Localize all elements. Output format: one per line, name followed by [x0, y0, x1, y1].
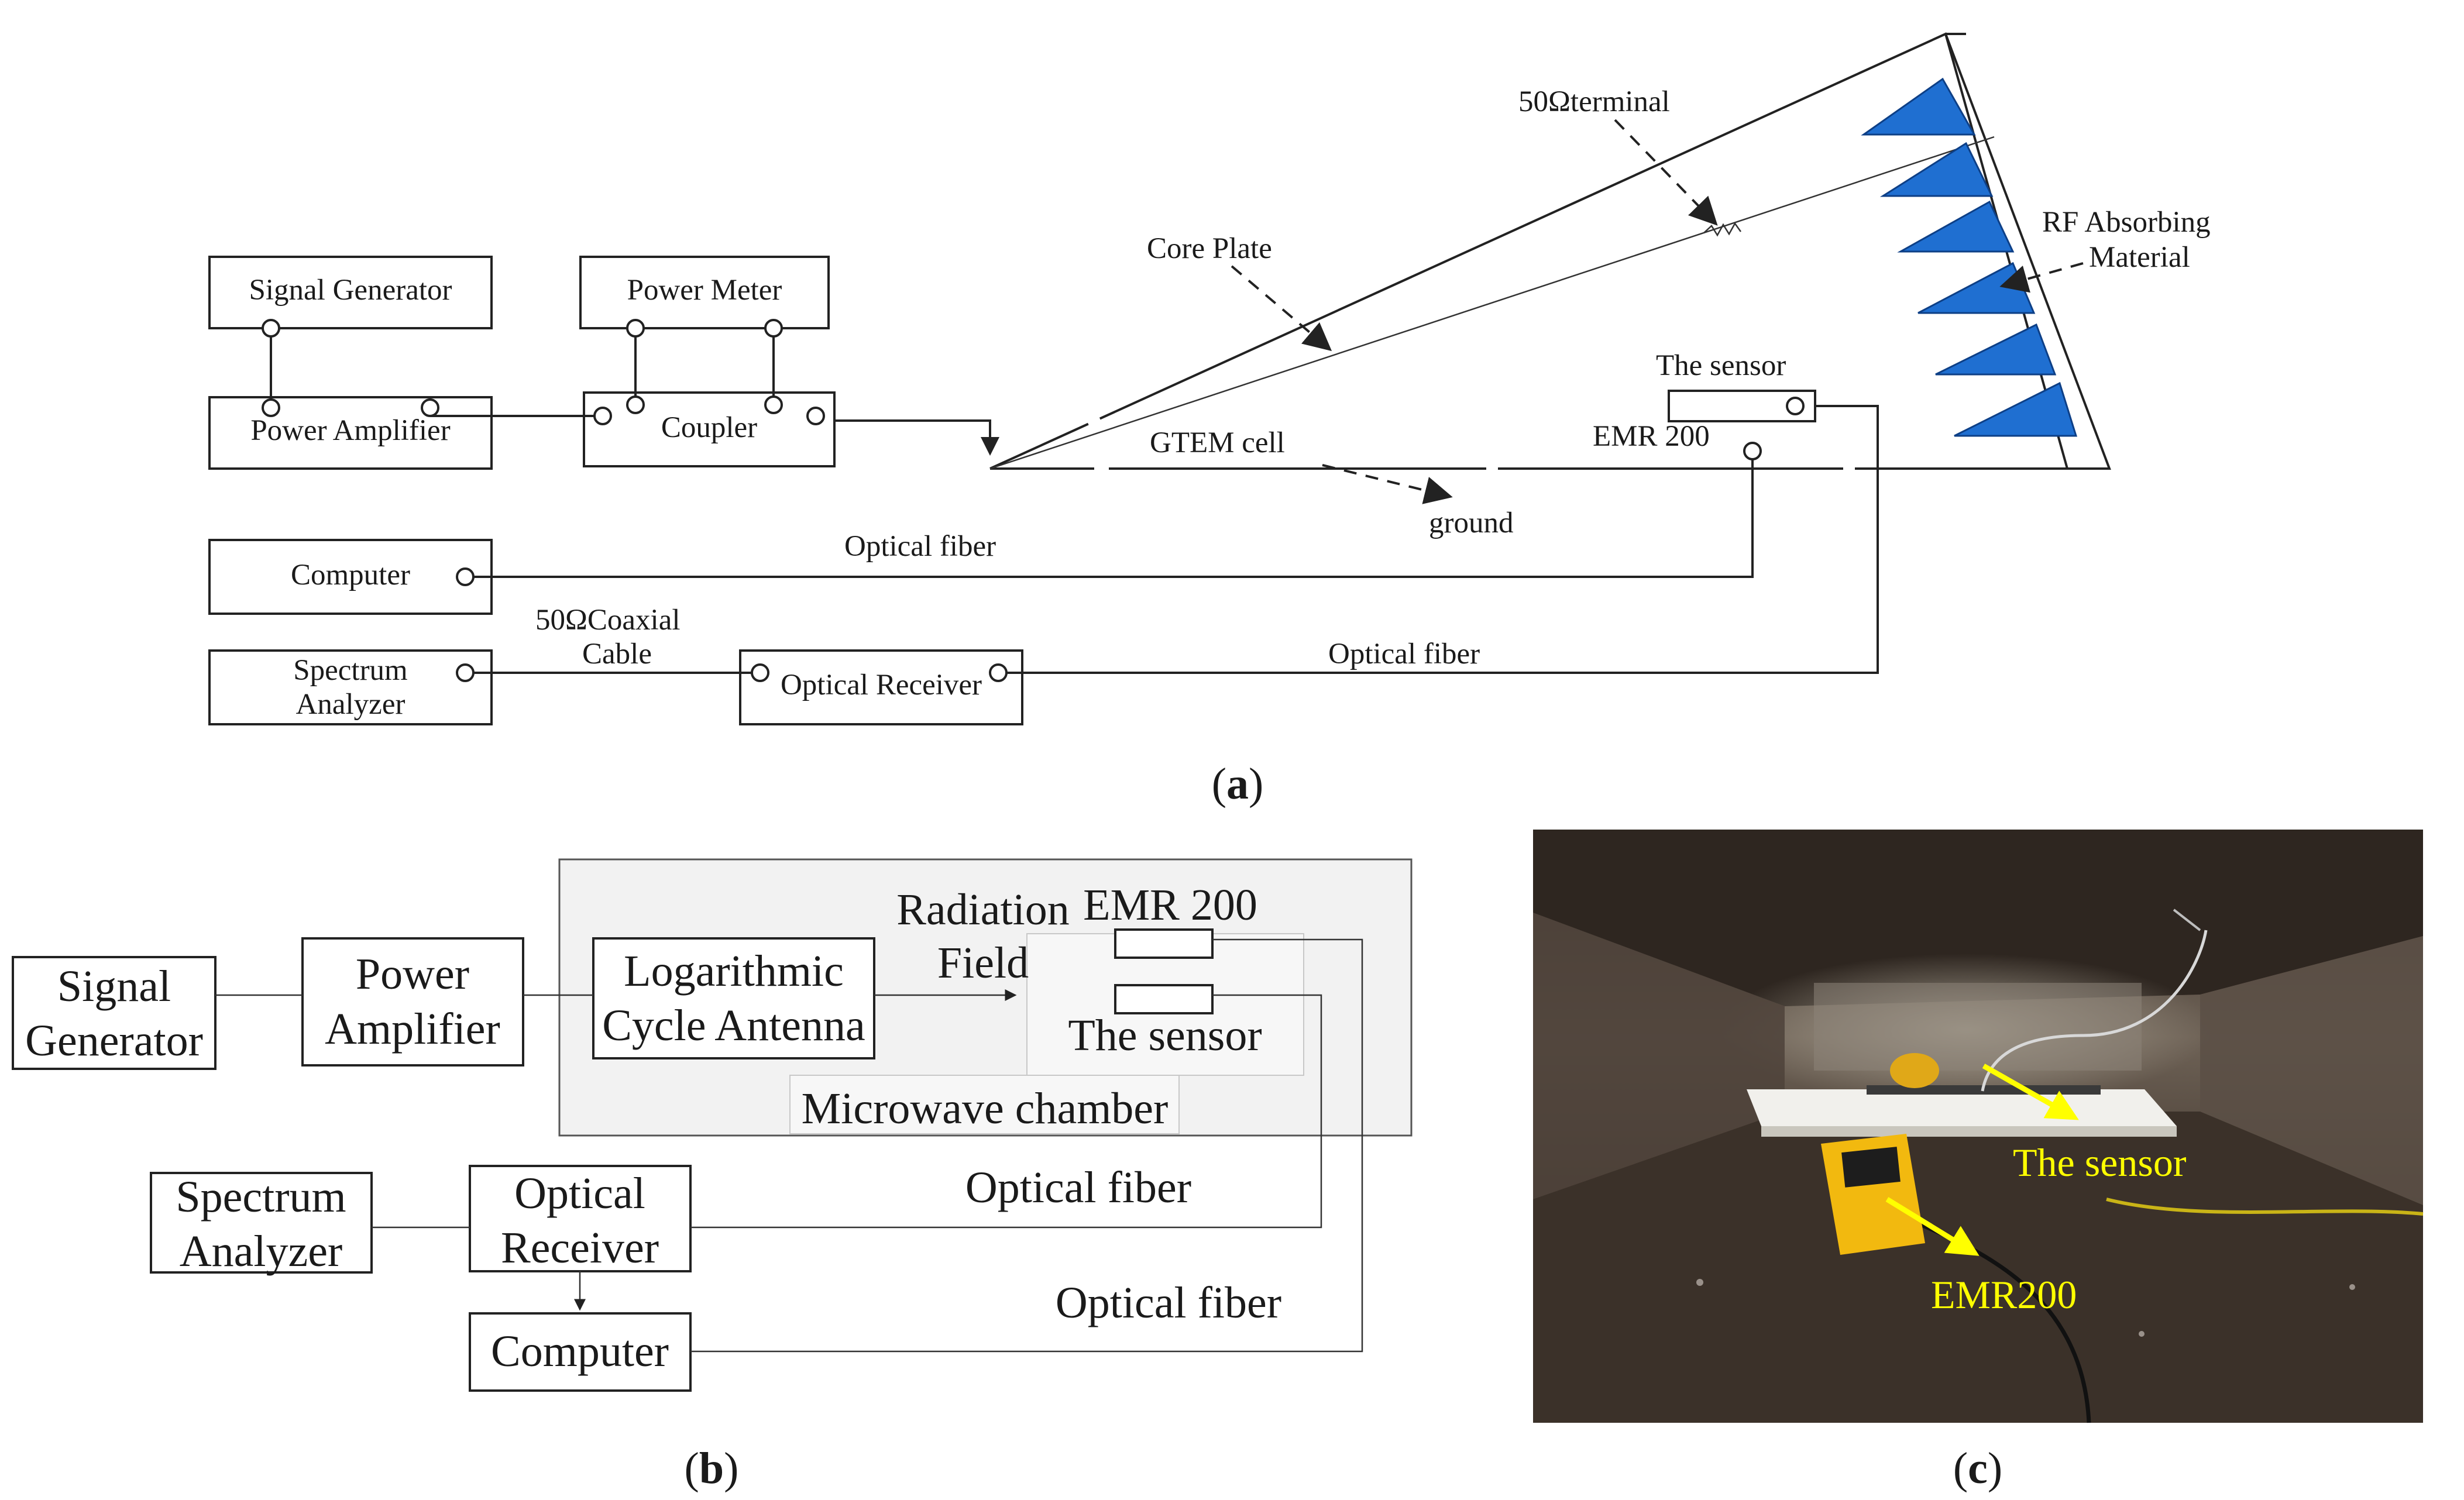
node-coupler-4 — [806, 407, 825, 425]
rf-absorbing-label-1: RF Absorbing — [2042, 206, 2211, 239]
sensor-label-c: The sensor — [2013, 1140, 2187, 1185]
optical-receiver-label: Optical Receiver — [781, 669, 982, 701]
optical-fiber-bottom-label: Optical fiber — [1328, 638, 1480, 670]
node-amp-out — [421, 398, 439, 417]
node-receiver-in — [751, 663, 769, 682]
emr200-label-c: EMR200 — [1931, 1272, 2077, 1317]
optical-receiver-label-b1: Optical — [514, 1169, 645, 1218]
log-antenna-label-1: Logarithmic — [624, 947, 844, 996]
panel-b: Signal Generator Power Amplifier Logarit… — [12, 858, 1413, 1493]
wire-receiver-sensor — [998, 405, 1879, 674]
sensor-box-b — [1114, 984, 1214, 1014]
computer-box — [208, 539, 493, 615]
emr200-pointer-arrow — [1885, 1197, 1980, 1256]
node-coupler-3 — [764, 395, 783, 414]
radiation-label-2: Field — [937, 938, 1029, 988]
computer-label: Computer — [291, 559, 410, 591]
signal-generator-box-b — [12, 956, 216, 1070]
signal-generator-label: Signal Generator — [249, 274, 452, 307]
spectrum-analyzer-label-1: Spectrum — [293, 654, 407, 687]
panel-c: The sensor EMR200 (c) — [1533, 830, 2424, 1493]
spectrum-analyzer-label-b2: Analyzer — [180, 1227, 343, 1276]
spectrum-analyzer-label-b1: Spectrum — [176, 1172, 346, 1222]
computer-label-b: Computer — [491, 1327, 669, 1376]
power-meter-box — [579, 256, 830, 329]
sensor-label-a: The sensor — [1656, 349, 1786, 382]
node-meter-2 — [764, 319, 783, 338]
power-amplifier-label-b1: Power — [356, 949, 469, 999]
spectrum-analyzer-box — [208, 649, 493, 725]
signal-generator-label-b1: Signal — [57, 962, 171, 1011]
rf-absorbing-label-2: Material — [2089, 241, 2190, 274]
optical-receiver-label-b2: Receiver — [501, 1223, 659, 1272]
log-antenna-label-2: Cycle Antenna — [602, 1001, 865, 1050]
power-amplifier-label-b2: Amplifier — [325, 1004, 500, 1054]
node-emr — [1743, 442, 1762, 460]
wire-computer-emr — [465, 451, 1754, 578]
node-spectrum — [456, 663, 475, 682]
power-amplifier-label: Power Amplifier — [250, 414, 450, 447]
rf-absorbers — [1861, 77, 2078, 437]
wire-coupler-gtem — [834, 419, 999, 456]
node-sensor — [1786, 397, 1805, 415]
coax-label-1: 50ΩCoaxial — [535, 604, 681, 637]
chamber-label-box — [789, 1075, 1180, 1134]
node-meter-1 — [626, 319, 645, 338]
core-plate-line — [989, 136, 1995, 470]
node-coupler-2 — [626, 395, 645, 414]
microwave-chamber-label: Microwave chamber — [802, 1084, 1169, 1133]
optical-fiber-label-b1: Optical fiber — [965, 1163, 1191, 1212]
optical-fiber-top-label: Optical fiber — [844, 530, 996, 563]
radiation-label-1: Radiation — [896, 885, 1070, 934]
ground-label: ground — [1429, 507, 1513, 539]
node-coupler-1 — [593, 407, 612, 425]
terminal-resistor — [1703, 222, 1742, 237]
coax-label-2: Cable — [582, 638, 652, 670]
power-amplifier-box-b — [301, 937, 524, 1066]
emr200-label-b: EMR 200 — [1083, 880, 1257, 930]
caption-a: (a) — [1212, 759, 1264, 809]
optical-fiber-label-b2: Optical fiber — [1056, 1278, 1281, 1327]
panel-a: Signal Generator Power Meter Power Ampli… — [208, 32, 2211, 809]
signal-generator-label-b2: Generator — [25, 1016, 203, 1065]
rf-absorbing-arrow — [1999, 262, 2084, 293]
spectrum-analyzer-label-2: Analyzer — [296, 688, 405, 721]
emr200-label-a: EMR 200 — [1593, 420, 1710, 453]
core-plate-label: Core Plate — [1147, 232, 1272, 265]
gtem-cell-label: GTEM cell — [1150, 426, 1285, 459]
terminal-arrow — [1614, 119, 1718, 226]
node-receiver-out — [989, 663, 1008, 682]
sensor-pointer-arrow — [1982, 1064, 2079, 1120]
computer-box-b — [469, 1312, 692, 1392]
chamber-photo — [1533, 830, 2424, 1423]
optical-receiver-box — [739, 649, 1023, 725]
node-computer — [456, 567, 475, 586]
signal-generator-box — [208, 256, 493, 329]
coupler-label: Coupler — [661, 411, 757, 444]
wire-sensor-receiver-b — [690, 994, 1322, 1229]
caption-b: (b) — [685, 1444, 739, 1493]
power-meter-label: Power Meter — [627, 274, 782, 307]
log-antenna-box — [592, 937, 875, 1059]
power-amplifier-box — [208, 396, 493, 470]
spectrum-analyzer-box-b — [150, 1172, 373, 1274]
sensor-label-b: The sensor — [1068, 1011, 1262, 1060]
node-amp-in — [262, 398, 280, 417]
coupler-box — [583, 391, 836, 467]
emr200-box-b — [1114, 928, 1214, 959]
terminal-label: 50Ωterminal — [1518, 85, 1670, 118]
node-siggen — [262, 319, 280, 338]
caption-c: (c) — [1953, 1444, 2002, 1493]
wire-emr-computer-b — [690, 938, 1363, 1353]
